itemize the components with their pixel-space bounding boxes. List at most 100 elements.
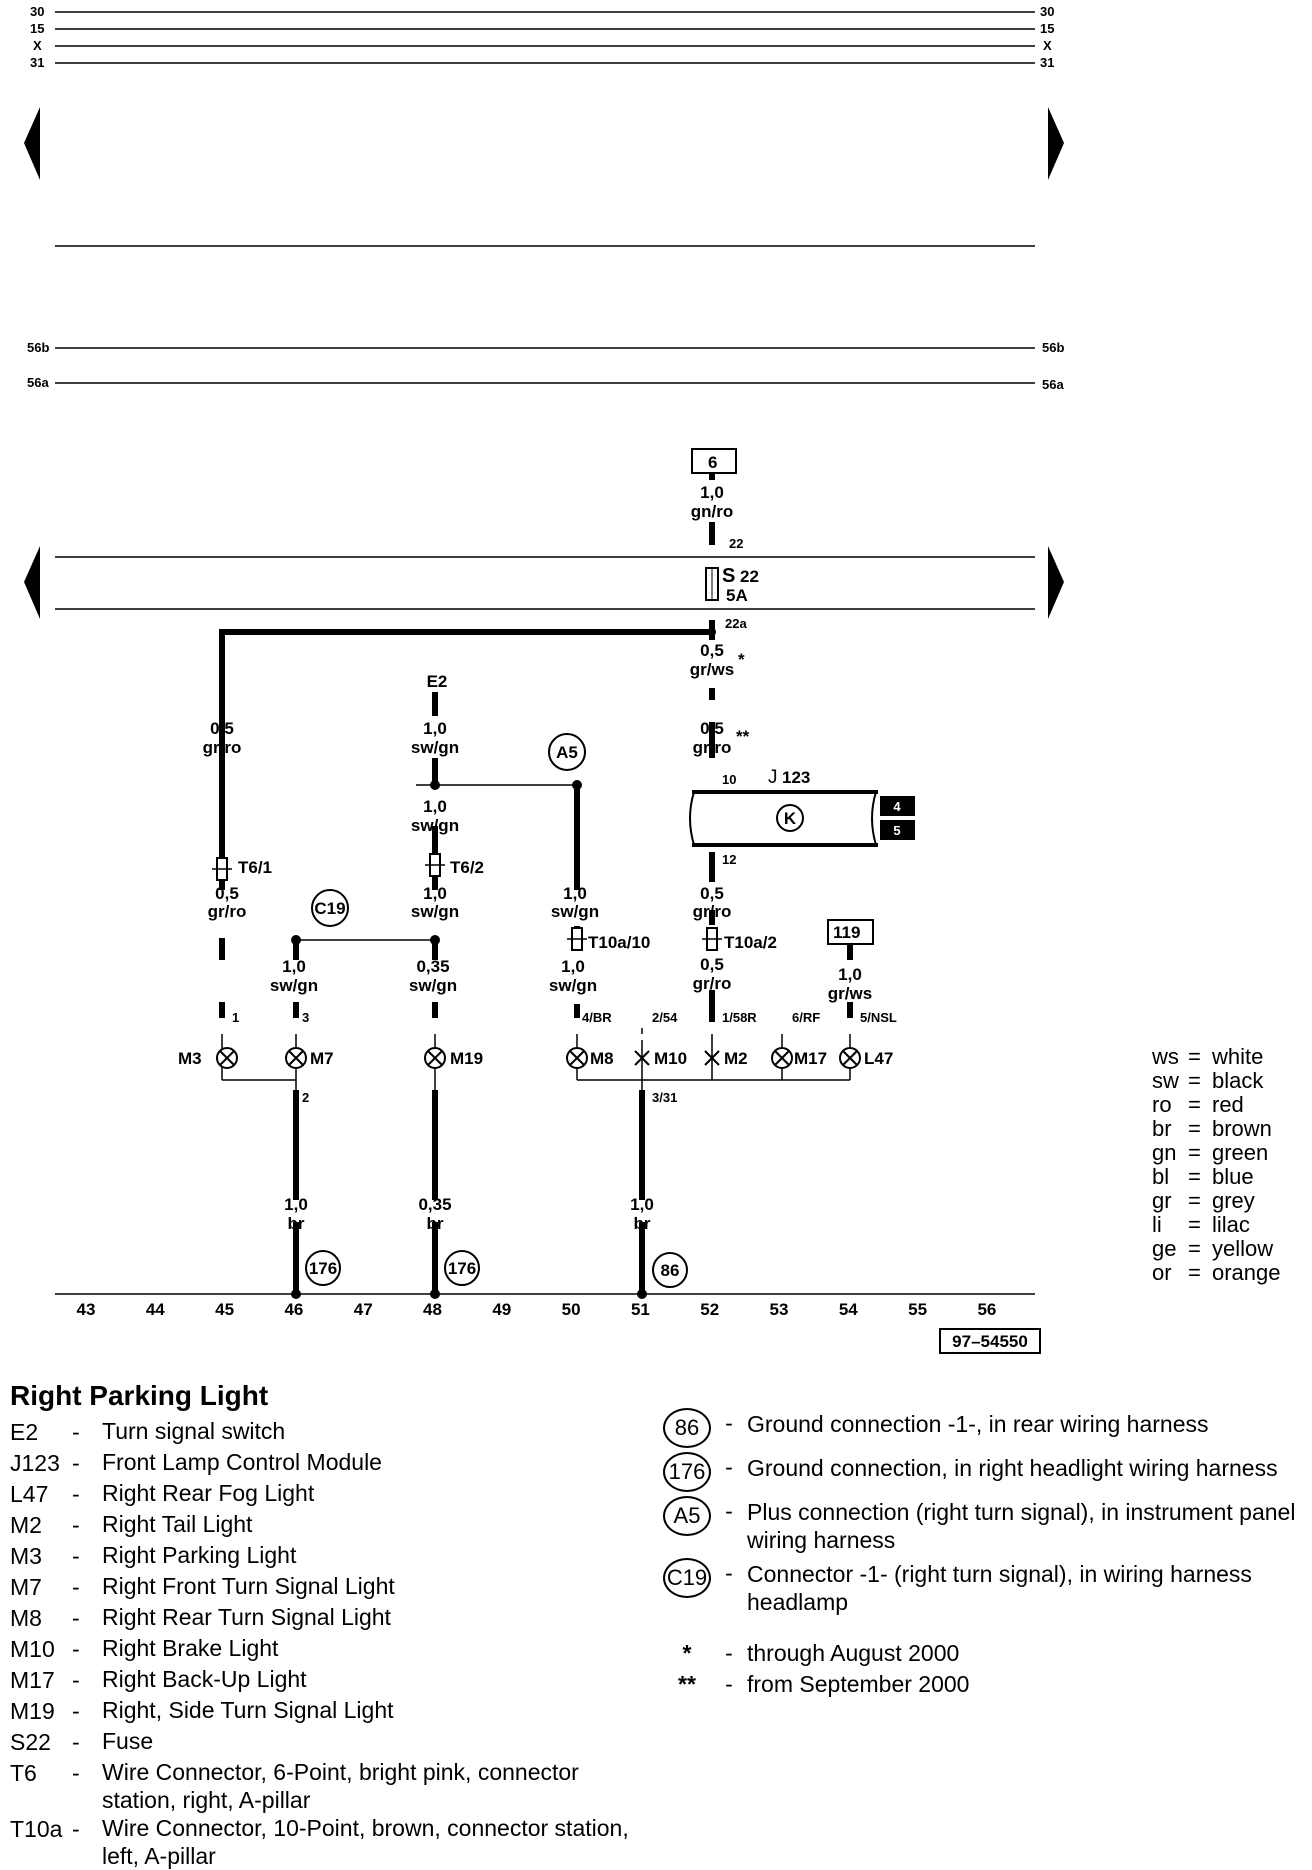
fuse-label: S [722,565,735,587]
color-name: blue [1212,1164,1254,1189]
connector-t6-2 [425,853,445,877]
ground-86 [652,1252,688,1288]
component-code: E2 [10,1419,39,1445]
arrow-right-icon [1048,546,1064,619]
rail-label-x-right: X [1043,38,1052,53]
note-row: **-from September 2000 [663,1671,1303,1698]
wire-color: sw/gn [411,902,459,921]
component-code: M8 [10,1605,42,1631]
wire-size: 1,0 [630,1195,654,1214]
equals-sign: = [1188,1236,1201,1261]
connection-desc: Plus connection (right turn signal), in … [747,1499,1296,1553]
wire-color: sw/gn [409,976,457,995]
color-abbr: li [1152,1212,1162,1237]
ground-176-b-label: 176 [448,1259,476,1278]
rail-label-56b-left: 56b [27,340,49,355]
scale-number: 46 [284,1300,303,1319]
wire-size: 1,0 [838,965,862,984]
wire-size: 1,0 [423,797,447,816]
arrow-left-icon [24,107,40,180]
rail-label-56a-right: 56a [1042,377,1064,392]
component-code: S22 [10,1729,51,1755]
color-name: brown [1212,1116,1272,1141]
j123-ref-4: 4 [893,799,901,814]
j123-module [689,790,878,847]
dash: - [725,1640,733,1666]
node-a5 [548,733,586,771]
wire-size: 0,5 [700,955,724,974]
rail-label-15-left: 15 [30,21,44,36]
color-abbr: gr [1152,1188,1172,1213]
note-desc: through August 2000 [747,1640,960,1666]
node-c19-label: C19 [314,899,345,918]
j123-label: J [768,767,778,788]
component-row: M3-Right Parking Light [10,1541,630,1572]
wire-size: 1,0 [700,483,724,502]
color-abbr: sw [1152,1068,1179,1093]
color-key-row: li=lilac [1152,1213,1281,1237]
color-abbr: bl [1152,1164,1170,1189]
component-row: T10a-Wire Connector, 10-Point, brown, co… [10,1814,630,1870]
component-desc: Right Rear Turn Signal Light [102,1604,391,1630]
bulb-m19-icon [424,1047,446,1069]
wire-note: * [738,650,745,669]
connection-row: 86-Ground connection -1-, in rear wiring… [663,1408,1303,1448]
dash: - [72,1605,80,1631]
scale-number: 44 [146,1300,165,1319]
rail-label-x-left: X [33,38,42,53]
dash: - [72,1816,80,1842]
node-c19 [311,889,349,927]
connection-row: C19-Connector -1- (right turn signal), i… [663,1558,1303,1616]
component-desc: Right Tail Light [102,1511,253,1537]
rail-label-31-left: 31 [30,55,44,70]
j123-symbol: K [784,809,797,828]
connector-t10a-2-label: T10a/2 [724,933,777,952]
component-desc: Right Rear Fog Light [102,1480,315,1506]
dash: - [725,1560,733,1586]
component-desc: Right Back-Up Light [102,1666,307,1692]
component-code: T10a [10,1816,63,1842]
component-code: L47 [10,1481,49,1507]
ref-box-6 [691,448,737,474]
connection-code: C19 [663,1558,711,1598]
dash: - [72,1543,80,1569]
connection-code: A5 [663,1496,711,1536]
color-key-row: gr=grey [1152,1189,1281,1213]
ground-176-b [444,1250,480,1286]
ref-box-6-label: 6 [708,453,717,472]
component-desc: Fuse [102,1728,154,1754]
color-name: lilac [1212,1212,1250,1237]
connection-list: 86-Ground connection -1-, in rear wiring… [663,1408,1303,1702]
color-name: white [1212,1044,1264,1069]
dash: - [72,1419,80,1445]
j123-ref-box-4 [880,796,915,816]
equals-sign: = [1188,1260,1201,1285]
color-name: yellow [1212,1236,1274,1261]
scale-number: 48 [423,1300,442,1319]
color-abbr: ro [1152,1092,1172,1117]
color-name: green [1212,1140,1269,1165]
dash: - [72,1512,80,1538]
color-key-row: ro=red [1152,1093,1281,1117]
wires-thick [219,473,853,1294]
color-key-row: bl = blue [1152,1165,1281,1189]
pin-m2: 1/58R [722,1010,757,1025]
bulb-m17-label: M17 [794,1049,827,1068]
note-desc: from September 2000 [747,1671,970,1697]
component-desc: Right, Side Turn Signal Light [102,1697,394,1723]
bulb-m2-label: M2 [724,1049,748,1068]
component-row: S22-Fuse [10,1727,630,1758]
equals-sign: = [1188,1044,1201,1069]
ground-176-a [305,1250,341,1286]
ref-box-119-label: 119 [833,923,860,942]
wire-size: 1,0 [423,884,447,903]
arrow-right-icon [1048,107,1064,180]
bulb-m8-icon [566,1047,588,1069]
wire-size: 0,5 [215,884,239,903]
j123-pin-out: 12 [722,852,736,867]
ref-box-119 [827,919,874,945]
component-row: E2-Turn signal switch [10,1417,630,1448]
equals-sign: = [1188,1164,1201,1189]
equals-sign: = [1188,1140,1201,1165]
dash: - [72,1636,80,1662]
